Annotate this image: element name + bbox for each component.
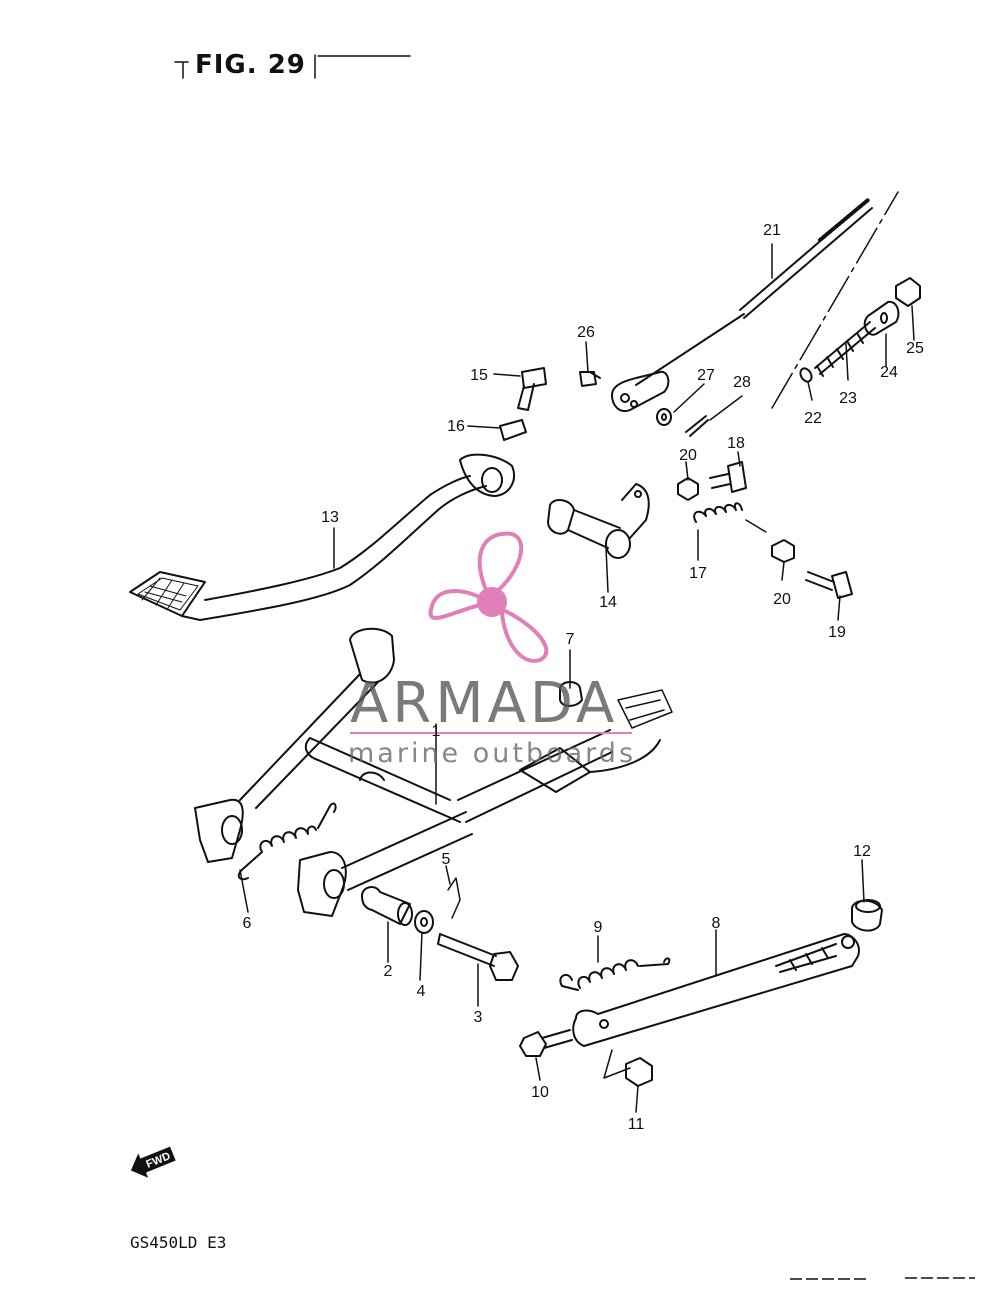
callout-20-b: 20 — [773, 591, 791, 608]
callout-18: 18 — [727, 435, 745, 452]
leader-lines — [239, 243, 915, 1113]
callout-23: 23 — [839, 390, 857, 407]
callout-2: 2 — [384, 963, 393, 980]
footer-mark — [790, 1277, 975, 1280]
callout-1: 1 — [432, 723, 441, 740]
part-brake-shaft-lever — [547, 483, 650, 559]
part-nut-16 — [499, 419, 527, 441]
callout-22: 22 — [804, 410, 822, 427]
part-spring-17 — [693, 502, 767, 533]
callout-28: 28 — [733, 374, 751, 391]
part-washer-4 — [414, 910, 434, 934]
callout-16: 16 — [447, 418, 465, 435]
part-nut-20 — [677, 477, 699, 501]
watermark-brand: ARMADA — [350, 671, 618, 736]
callout-21: 21 — [763, 222, 781, 239]
callout-24: 24 — [880, 364, 898, 381]
fwd-badge: FWD — [130, 1146, 176, 1178]
callout-13: 13 — [321, 509, 339, 526]
leader-line-rod — [771, 191, 899, 409]
callout-6: 6 — [243, 915, 252, 932]
watermark-tagline: marine outboards — [348, 738, 636, 769]
callout-11: 11 — [628, 1116, 645, 1133]
part-clip-5 — [447, 877, 461, 919]
callout-9: 9 — [594, 919, 603, 936]
callout-27: 27 — [697, 367, 715, 384]
part-nut-11 — [625, 1057, 653, 1087]
figure-title: FIG. 29 — [195, 50, 306, 80]
part-brake-pedal — [129, 453, 515, 621]
callout-20: 20 — [679, 447, 697, 464]
part-center-stand — [194, 627, 673, 917]
watermark-logo: ARMADA marine outboards — [348, 531, 636, 769]
callout-7: 7 — [566, 631, 575, 648]
callout-19: 19 — [828, 624, 846, 641]
part-pin-26 — [579, 371, 601, 387]
callout-3: 3 — [474, 1009, 483, 1026]
leader-line-nut — [603, 1049, 631, 1079]
part-brake-rod — [611, 198, 873, 412]
fwd-label: FWD — [145, 1150, 173, 1171]
part-bolt-19 — [805, 571, 853, 599]
callout-25: 25 — [906, 340, 924, 357]
part-spring-6 — [237, 802, 337, 881]
callout-15: 15 — [470, 367, 488, 384]
header-mark — [174, 54, 411, 79]
callout-17: 17 — [689, 565, 707, 582]
part-spring-9 — [559, 957, 671, 991]
part-washer-27 — [656, 408, 672, 426]
part-bolt-10 — [519, 1029, 573, 1057]
part-bolt-15 — [517, 367, 547, 411]
part-side-stand — [572, 933, 860, 1047]
part-bolt-3 — [437, 933, 519, 981]
callout-10: 10 — [531, 1084, 549, 1101]
forward-arrow-icon — [130, 1146, 176, 1178]
part-nut-20-b — [771, 539, 795, 563]
model-code: GS450LD E3 — [130, 1233, 227, 1252]
callout-14: 14 — [599, 594, 617, 611]
part-rod-end-set — [799, 277, 921, 383]
callout-12: 12 — [853, 843, 871, 860]
part-cotter-pin-28 — [685, 415, 709, 437]
callout-26: 26 — [577, 324, 595, 341]
callout-5: 5 — [442, 851, 451, 868]
propeller-icon — [428, 531, 549, 663]
callout-8: 8 — [712, 915, 721, 932]
callout-4: 4 — [417, 983, 426, 1000]
part-bushing-2 — [361, 886, 411, 925]
part-bolt-18 — [709, 461, 747, 493]
part-stopper-7 — [559, 681, 583, 707]
